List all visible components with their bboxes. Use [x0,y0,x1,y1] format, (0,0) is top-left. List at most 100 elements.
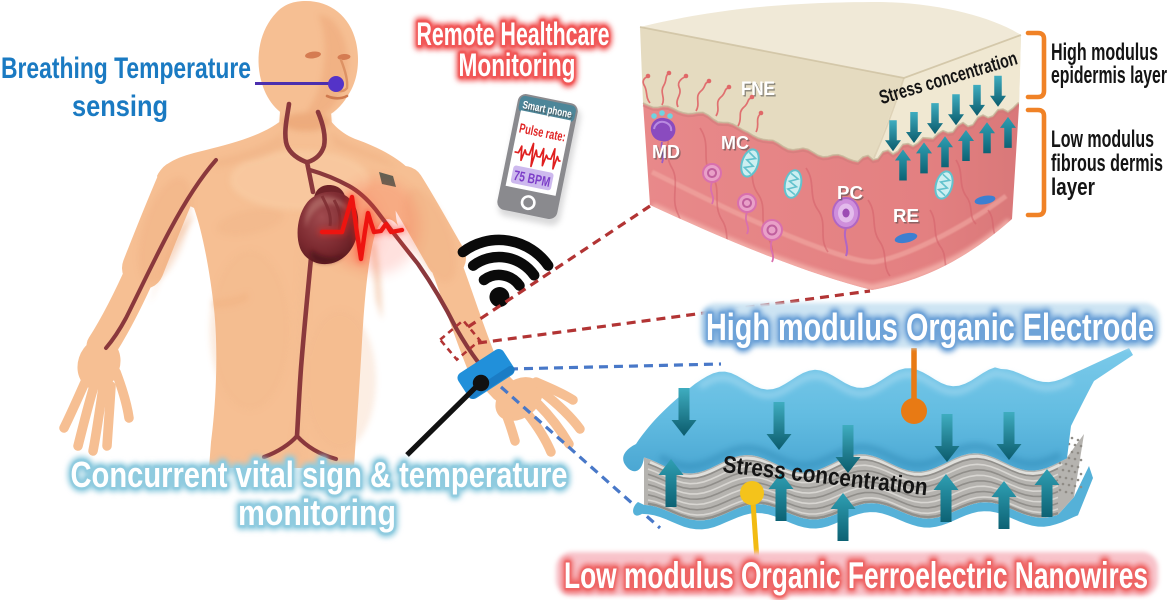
shape-circle [1073,457,1077,461]
text-label: Low modulus Organic Ferroelectric Nanowi… [564,555,1148,596]
shape-path [769,239,775,263]
shape-circle [702,163,722,183]
group [740,148,760,178]
text-label: Remote Healthcare [417,16,610,52]
pink-dermal-cells [702,163,783,263]
shape-ellipse [894,232,918,244]
shape-path [102,381,116,451]
text-label: High modulus Organic Electrode [706,307,1154,349]
mouth-sensor-pointer [255,76,344,92]
phone-bpm-box [510,165,554,191]
left-eye [305,51,321,59]
shape-path [647,485,1059,506]
shape-circle [740,481,764,505]
phone-bpm-value: 75 BPM [512,167,551,190]
shape-circle [1058,461,1062,465]
text-label: monitoring [238,492,396,533]
sensor-device-structure: Stress concentration [623,348,1133,561]
wrist-pointer [405,374,490,457]
group [59,367,134,456]
shape-circle [706,167,718,179]
nanowire-stack-bottom-edge [647,499,1059,521]
shape-ellipse [842,208,850,218]
device-stress-arrows-up [658,459,1060,541]
shape-line [405,381,482,457]
shape-path [261,433,300,460]
shape-path [73,381,99,451]
front-top-edge [639,26,1022,79]
electrode-pointer [901,348,927,424]
text-label: Concurrent vital sign & temperature [71,454,568,495]
shape-path [501,409,520,446]
shape-path [294,433,339,462]
shape-path [676,76,686,108]
text-label: High modulus [1051,39,1158,66]
shape-circle [1070,477,1074,481]
text-label: monitoring [238,492,396,533]
shape-path [906,112,922,143]
wrist-pointer-dot [472,374,490,392]
text-label: layer [1051,174,1095,201]
shape-path [979,122,995,154]
shape-path [531,377,578,405]
shape-path [744,211,750,235]
shape-path [522,408,556,457]
top-sheet-highlight [698,369,1074,399]
shape-path [927,103,943,135]
shape-circle [1058,475,1062,479]
shape-path [715,87,729,117]
shape-path [755,113,761,133]
shape-path [647,463,1059,485]
text-label: RE [894,207,920,227]
shape-path [895,149,911,181]
mouth-sensor-dot [328,76,344,92]
shape-circle [1079,472,1083,476]
shape-circle [1079,444,1083,448]
shape-path [671,388,697,436]
text-label: FNE [741,79,775,100]
text-label: MD [652,142,680,162]
shape-path [467,251,540,281]
shape-path [1034,469,1060,517]
shape-circle [1061,482,1065,486]
group [934,170,954,200]
epidermis-bracket-label-line2: epidermis layer [1051,62,1167,89]
shape-path [766,402,792,450]
text-label: Concurrent vital sign & temperature [71,454,568,495]
shape-path [805,167,829,253]
breathing-label-line1: Breathing Temperature [1,52,251,85]
breathing-sensing-label: Breathing Temperature sensing [1,52,251,123]
shape-ellipse [216,208,284,236]
shape-path [937,136,953,168]
shape-circle [1073,470,1077,474]
shape-path [647,468,1059,490]
device-zoom-line-lower [499,385,662,530]
mouth [325,94,349,100]
text-label: Breathing Temperature [1,52,251,85]
shape-circle [645,73,651,79]
shape-path [991,481,1017,529]
group [783,169,803,199]
shape-path [305,109,327,165]
shape-path [996,412,1022,460]
shape-circle [1064,462,1068,466]
shape-circle [1076,465,1080,469]
text-label: RE [893,206,919,226]
shape-path [533,399,574,449]
shape-path [304,159,316,195]
epidermis-dermis-boundary [642,102,1019,163]
shape-circle [726,84,732,90]
wifi-icon [457,234,554,308]
shape-path [786,172,800,196]
shape-path [885,120,901,152]
shape-circle [1076,451,1080,455]
shape-path [843,227,849,257]
text-label: MD [653,143,681,163]
